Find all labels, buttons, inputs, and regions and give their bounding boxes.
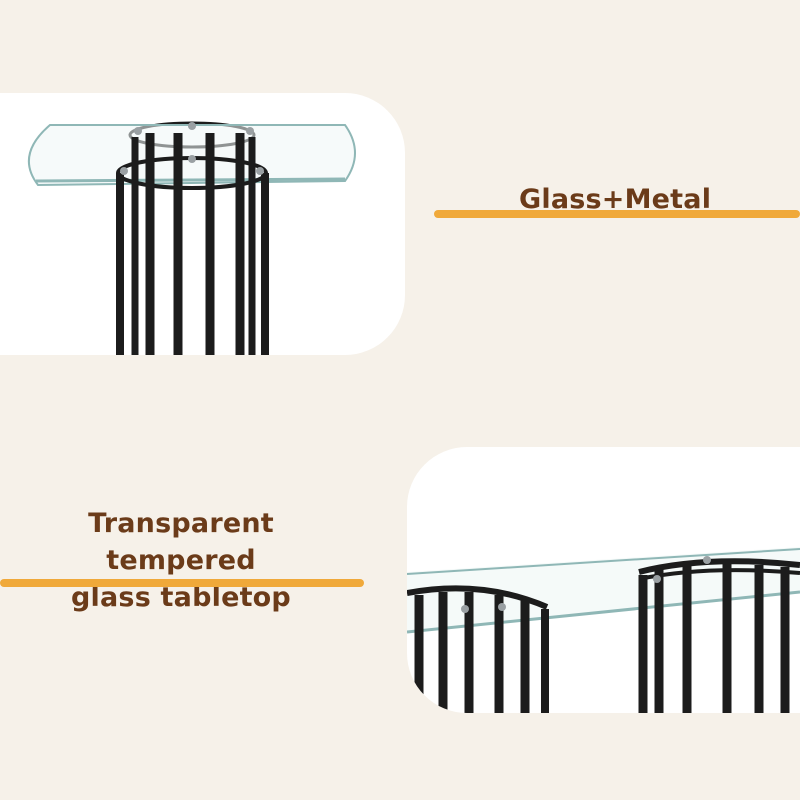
product-image-material xyxy=(0,93,405,355)
glass-tabletop-illustration xyxy=(407,547,800,713)
tabletop-label-line1: Transparent tempered xyxy=(88,508,274,576)
table-pedestal-illustration xyxy=(28,121,356,355)
tabletop-underline-bar xyxy=(0,579,364,587)
material-underline-bar xyxy=(434,210,800,218)
product-image-tabletop xyxy=(407,447,800,713)
tabletop-label-line2: glass tabletop xyxy=(71,582,291,613)
tabletop-label: Transparent tempered glass tabletop xyxy=(14,505,348,616)
material-label: Glass+Metal xyxy=(519,184,712,215)
